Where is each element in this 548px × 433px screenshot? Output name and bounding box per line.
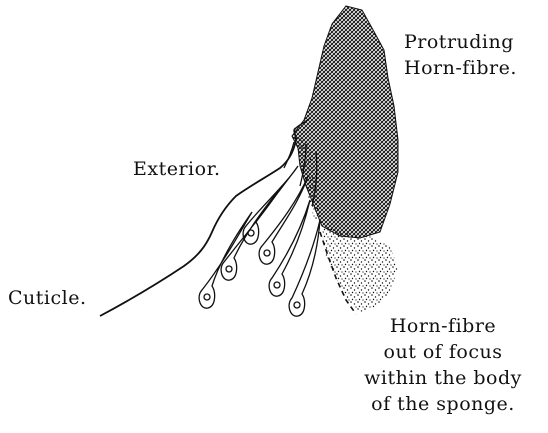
horn-fibre-out-of-focus-label: Horn-fibre out of focus within the body … [340, 313, 546, 417]
horn-out-label-line1: Horn-fibre [340, 313, 546, 339]
protruding-label-line2: Horn-fibre. [404, 55, 517, 81]
protruding-horn-fibre-label: Protruding Horn-fibre. [404, 29, 517, 81]
protruding-horn-fibre [292, 6, 398, 238]
cuticle-label: Cuticle. [8, 285, 87, 311]
horn-out-label-line3: within the body [340, 365, 546, 391]
horn-out-label-line2: out of focus [340, 339, 546, 365]
horn-out-label-line4: of the sponge. [340, 391, 546, 417]
protruding-label-line1: Protruding [404, 29, 517, 55]
exterior-label: Exterior. [133, 156, 221, 182]
